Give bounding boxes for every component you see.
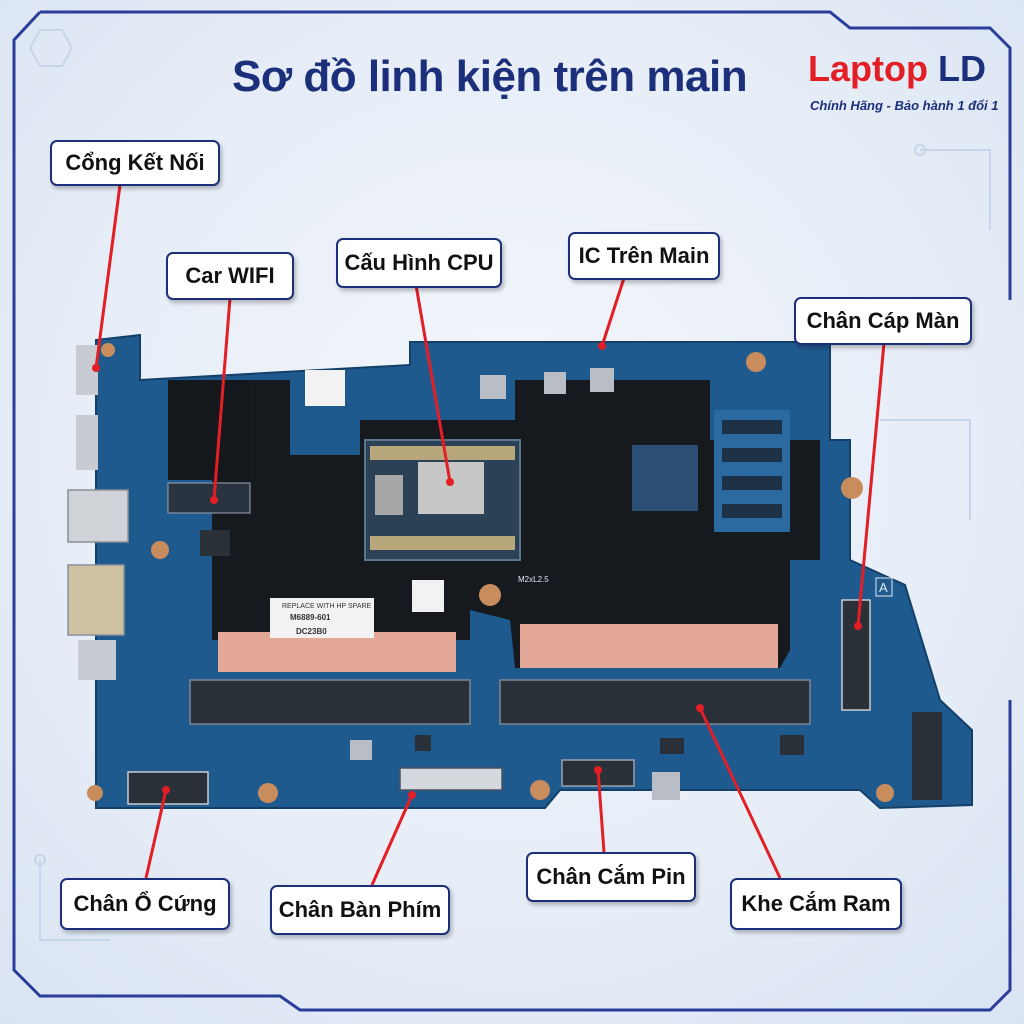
page-title: Sơ đồ linh kiện trên main [232, 52, 748, 101]
sticker-line-3: DC23B0 [296, 627, 327, 636]
label-ic-tren-main: IC Trên Main [568, 232, 720, 280]
arrow-chan-ban-phim [370, 794, 414, 886]
label-car-wifi: Car WIFI [166, 252, 294, 300]
arrow-cong-ket-noi [94, 184, 122, 369]
label-khe-cam-ram: Khe Cắm Ram [730, 878, 902, 930]
brand-name-blue: LD [937, 48, 986, 89]
arrow-car-wifi [212, 297, 232, 501]
arrow-cau-hinh-cpu [414, 284, 452, 483]
arrow-chan-cam-pin [596, 769, 606, 853]
arrow-chan-cap-man [856, 342, 886, 627]
brand-tagline: Chính Hãng - Bảo hành 1 đổi 1 [810, 98, 999, 113]
label-chan-o-cung: Chân Ổ Cứng [60, 878, 230, 930]
arrow-khe-cam-ram [698, 707, 782, 879]
label-chan-cam-pin: Chân Cắm Pin [526, 852, 696, 902]
arrow-chan-o-cung [144, 789, 168, 879]
silk-a: A [879, 580, 888, 595]
label-chan-ban-phim: Chân Bàn Phím [270, 885, 450, 935]
sticker-line-2: M6889-601 [290, 613, 331, 622]
sticker-line-1: REPLACE WITH HP SPARE [282, 603, 372, 610]
brand-name-red: Laptop [808, 48, 938, 89]
arrow-ic-tren-main [600, 277, 626, 347]
label-cong-ket-noi: Cổng Kết Nối [50, 140, 220, 186]
brand-logo: Laptop LD [808, 48, 986, 90]
silk-m2: M2xL2.5 [518, 575, 549, 584]
label-cau-hinh-cpu: Cấu Hình CPU [336, 238, 502, 288]
label-chan-cap-man: Chân Cáp Màn [794, 297, 972, 345]
